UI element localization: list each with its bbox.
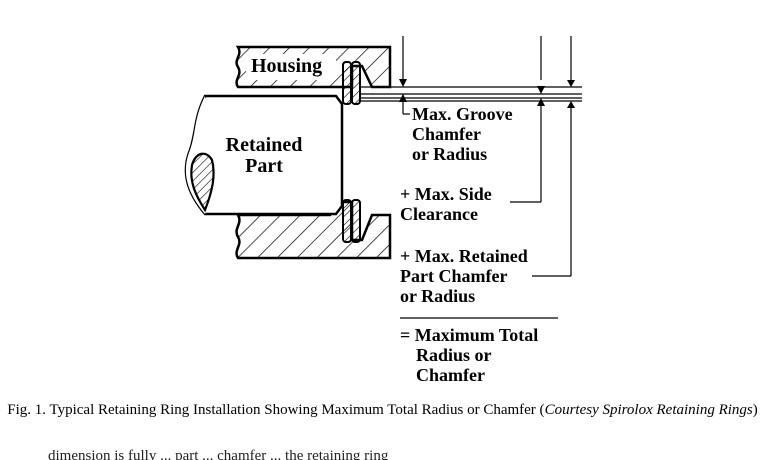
side-clearance-label: + Max. Side Clearance [400, 184, 492, 224]
lower-ring-coil-2 [351, 199, 361, 243]
part-chamfer-line: or Radius [400, 286, 476, 306]
side-clearance-line: Clearance [400, 204, 478, 224]
housing-label: Housing [251, 55, 323, 77]
figure-caption: Fig. 1. Typical Retaining Ring Installat… [0, 402, 765, 419]
caption-italic: Courtesy Spirolox Retaining Rings [544, 402, 753, 418]
total-label: = Maximum Total Radius or Chamfer [400, 325, 538, 385]
total-line: Radius or [416, 345, 492, 365]
groove-chamfer-line: or Radius [412, 144, 488, 164]
total-line: = Maximum Total [400, 325, 539, 345]
groove-chamfer-line: Max. Groove [412, 104, 513, 124]
groove-chamfer-label: Max. Groove Chamfer or Radius [412, 104, 513, 164]
retained-part-label: Retained Part [214, 135, 314, 177]
part-chamfer-line: + Max. Retained [400, 246, 528, 266]
lower-ring-coil-1 [342, 199, 352, 243]
upper-ring-coil-1 [342, 61, 352, 105]
upper-ring-coil-2 [351, 61, 361, 105]
retained-part-label-line: Retained [225, 134, 303, 156]
cut-off-body-text: dimension is fully ... part ... chamfer … [48, 448, 389, 460]
side-clearance-line: + Max. Side [400, 184, 492, 204]
total-line: Chamfer [416, 365, 485, 385]
caption-end: ) [752, 402, 758, 418]
retaining-ring-diagram [184, 36, 582, 319]
groove-chamfer-line: Chamfer [412, 124, 481, 144]
part-chamfer-line: Part Chamfer [400, 266, 508, 286]
part-chamfer-label: + Max. Retained Part Chamfer or Radius [400, 246, 528, 306]
retained-part-label-line: Part [245, 155, 283, 177]
caption-main: Fig. 1. Typical Retaining Ring Installat… [7, 402, 545, 418]
